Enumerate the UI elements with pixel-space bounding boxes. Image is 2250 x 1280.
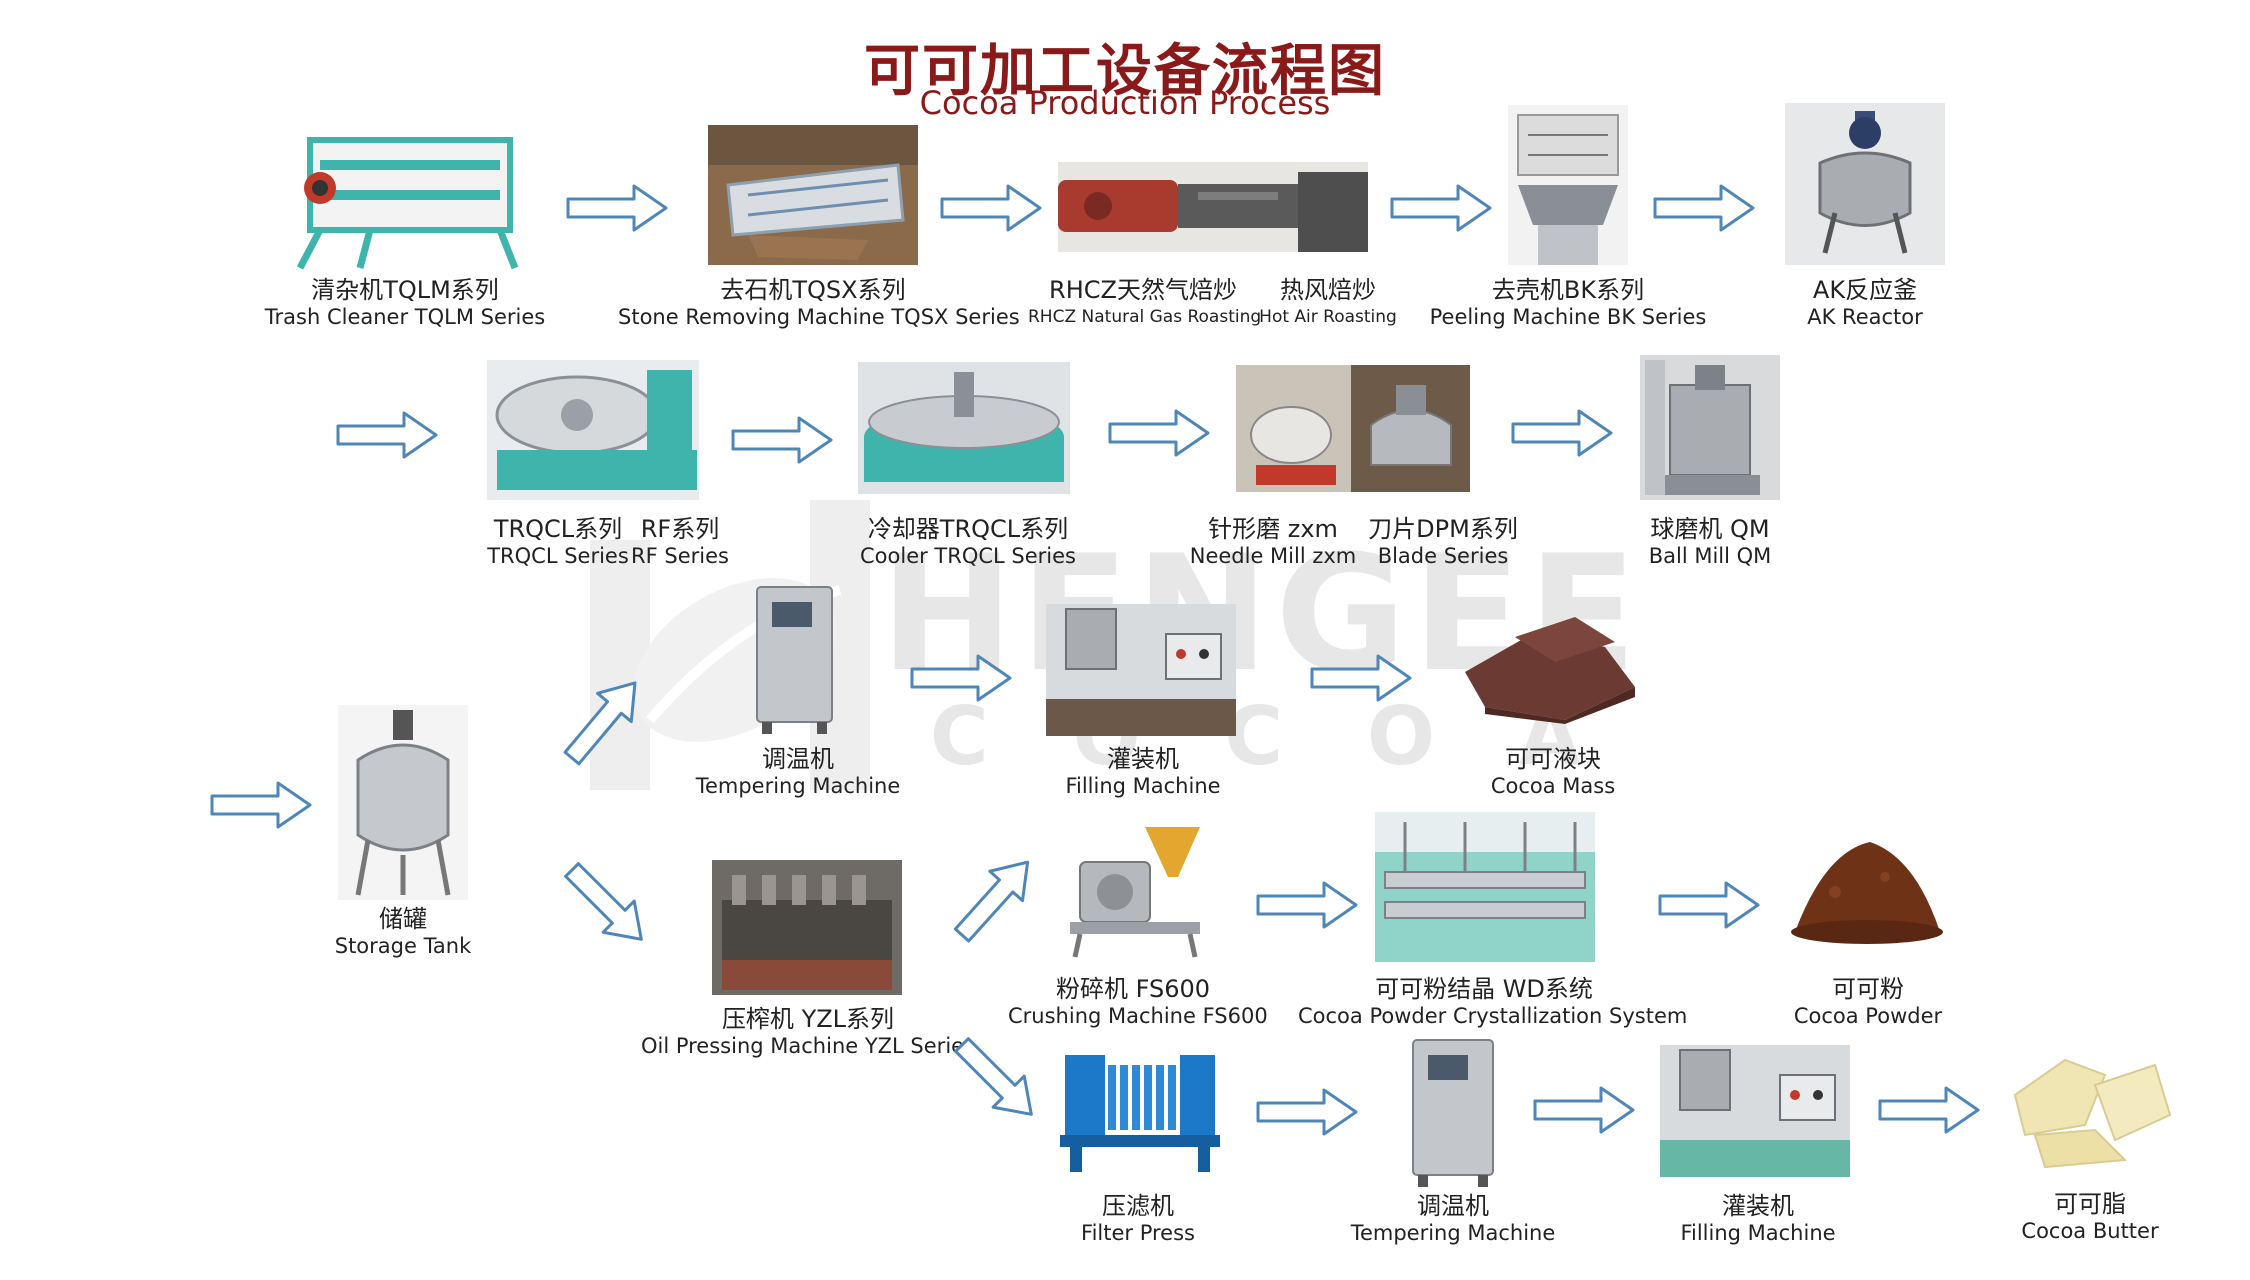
cocoa-powder-label: 可可粉 Cocoa Powder bbox=[1793, 975, 1943, 1028]
rf-label: RF系列 RF Series bbox=[631, 515, 729, 568]
arrow-right-icon bbox=[731, 416, 833, 464]
peeler-image bbox=[1508, 105, 1628, 265]
ball-mill-image bbox=[1640, 355, 1780, 500]
cocoa-butter-label: 可可脂 Cocoa Butter bbox=[2021, 1190, 2159, 1243]
filter-press-image bbox=[1060, 1055, 1220, 1172]
cocoa-mass-image bbox=[1465, 617, 1635, 724]
storage-tank-image bbox=[338, 705, 468, 900]
roaster-image bbox=[1058, 162, 1368, 252]
arrow-right-icon bbox=[1390, 184, 1492, 232]
roaster-hot-air-label: 热风焙炒 Hot Air Roasting bbox=[1259, 276, 1397, 327]
trash-cleaner-image bbox=[296, 137, 519, 270]
trqcl-image bbox=[487, 360, 699, 500]
roaster-gas-label: RHCZ天然气焙炒 RHCZ Natural Gas Roasting bbox=[1028, 276, 1262, 327]
arrow-right-icon bbox=[1256, 881, 1358, 929]
arrow-right-icon bbox=[1878, 1086, 1980, 1134]
page-title: 可可加工设备流程图 bbox=[864, 38, 1386, 104]
crystallization-image bbox=[1375, 812, 1595, 962]
crusher-image bbox=[1070, 827, 1200, 958]
cocoa-mass-label: 可可液块 Cocoa Mass bbox=[1490, 745, 1616, 798]
arrow-right-icon bbox=[210, 781, 312, 829]
peeler-label: 去壳机BK系列 Peeling Machine BK Series bbox=[1429, 276, 1707, 329]
storage-tank-label: 储罐 Storage Tank bbox=[334, 905, 472, 958]
mills-image bbox=[1236, 365, 1470, 492]
arrow-right-icon bbox=[940, 184, 1042, 232]
arrow-up-right-icon bbox=[553, 667, 654, 774]
cooler-label: 冷却器TRQCL系列 Cooler TRQCL Series bbox=[860, 515, 1076, 568]
arrow-down-right-icon bbox=[554, 852, 659, 957]
arrow-right-icon bbox=[1511, 409, 1613, 457]
cooler-image bbox=[858, 362, 1070, 494]
crystallization-label: 可可粉结晶 WD系统 Cocoa Powder Crystallization … bbox=[1298, 975, 1688, 1028]
arrow-right-icon bbox=[1658, 881, 1760, 929]
tempering-2-image bbox=[1412, 1039, 1494, 1187]
needle-mill-label: 针形磨 zxm Needle Mill zxm bbox=[1189, 515, 1357, 568]
arrow-right-icon bbox=[336, 411, 438, 459]
tempering-2-label: 调温机 Tempering Machine bbox=[1350, 1192, 1556, 1245]
arrow-right-icon bbox=[910, 654, 1012, 702]
arrow-right-icon bbox=[1533, 1086, 1635, 1134]
blade-mill-label: 刀片DPM系列 Blade Series bbox=[1368, 515, 1518, 568]
arrow-right-icon bbox=[1310, 654, 1412, 702]
arrow-down-right-icon bbox=[944, 1027, 1049, 1132]
oil-press-label: 压榨机 YZL系列 Oil Pressing Machine YZL Serie… bbox=[640, 1005, 976, 1058]
arrow-up-right-icon bbox=[944, 845, 1046, 952]
ball-mill-label: 球磨机 QM Ball Mill QM bbox=[1648, 515, 1772, 568]
stone-remover-label: 去石机TQSX系列 Stone Removing Machine TQSX Se… bbox=[618, 276, 1020, 329]
ak-reactor-image bbox=[1785, 103, 1945, 265]
page-subtitle: Cocoa Production Process bbox=[919, 84, 1331, 122]
filter-press-label: 压滤机 Filter Press bbox=[1081, 1192, 1195, 1245]
arrow-right-icon bbox=[566, 184, 668, 232]
filling-2-label: 灌装机 Filling Machine bbox=[1680, 1192, 1836, 1245]
trash-cleaner-label: 清杂机TQLM系列 Trash Cleaner TQLM Series bbox=[264, 276, 546, 329]
filling-2-image bbox=[1660, 1045, 1850, 1177]
arrow-right-icon bbox=[1653, 184, 1755, 232]
arrow-right-icon bbox=[1108, 409, 1210, 457]
filling-1-image bbox=[1046, 604, 1236, 736]
ak-reactor-label: AK反应釜 AK Reactor bbox=[1807, 276, 1923, 329]
trqcl-label: TRQCL系列 TRQCL Series bbox=[487, 515, 629, 568]
cocoa-butter-image bbox=[2013, 1058, 2172, 1169]
crusher-label: 粉碎机 FS600 Crushing Machine FS600 bbox=[1008, 975, 1268, 1028]
stone-remover-image bbox=[708, 125, 918, 265]
filling-1-label: 灌装机 Filling Machine bbox=[1065, 745, 1221, 798]
tempering-1-label: 调温机 Tempering Machine bbox=[695, 745, 901, 798]
tempering-1-image bbox=[756, 586, 833, 734]
cocoa-powder-image bbox=[1791, 842, 1943, 944]
arrow-right-icon bbox=[1256, 1088, 1358, 1136]
oil-press-image bbox=[712, 860, 902, 995]
watermark-sub: C O C O A bbox=[930, 690, 1609, 783]
